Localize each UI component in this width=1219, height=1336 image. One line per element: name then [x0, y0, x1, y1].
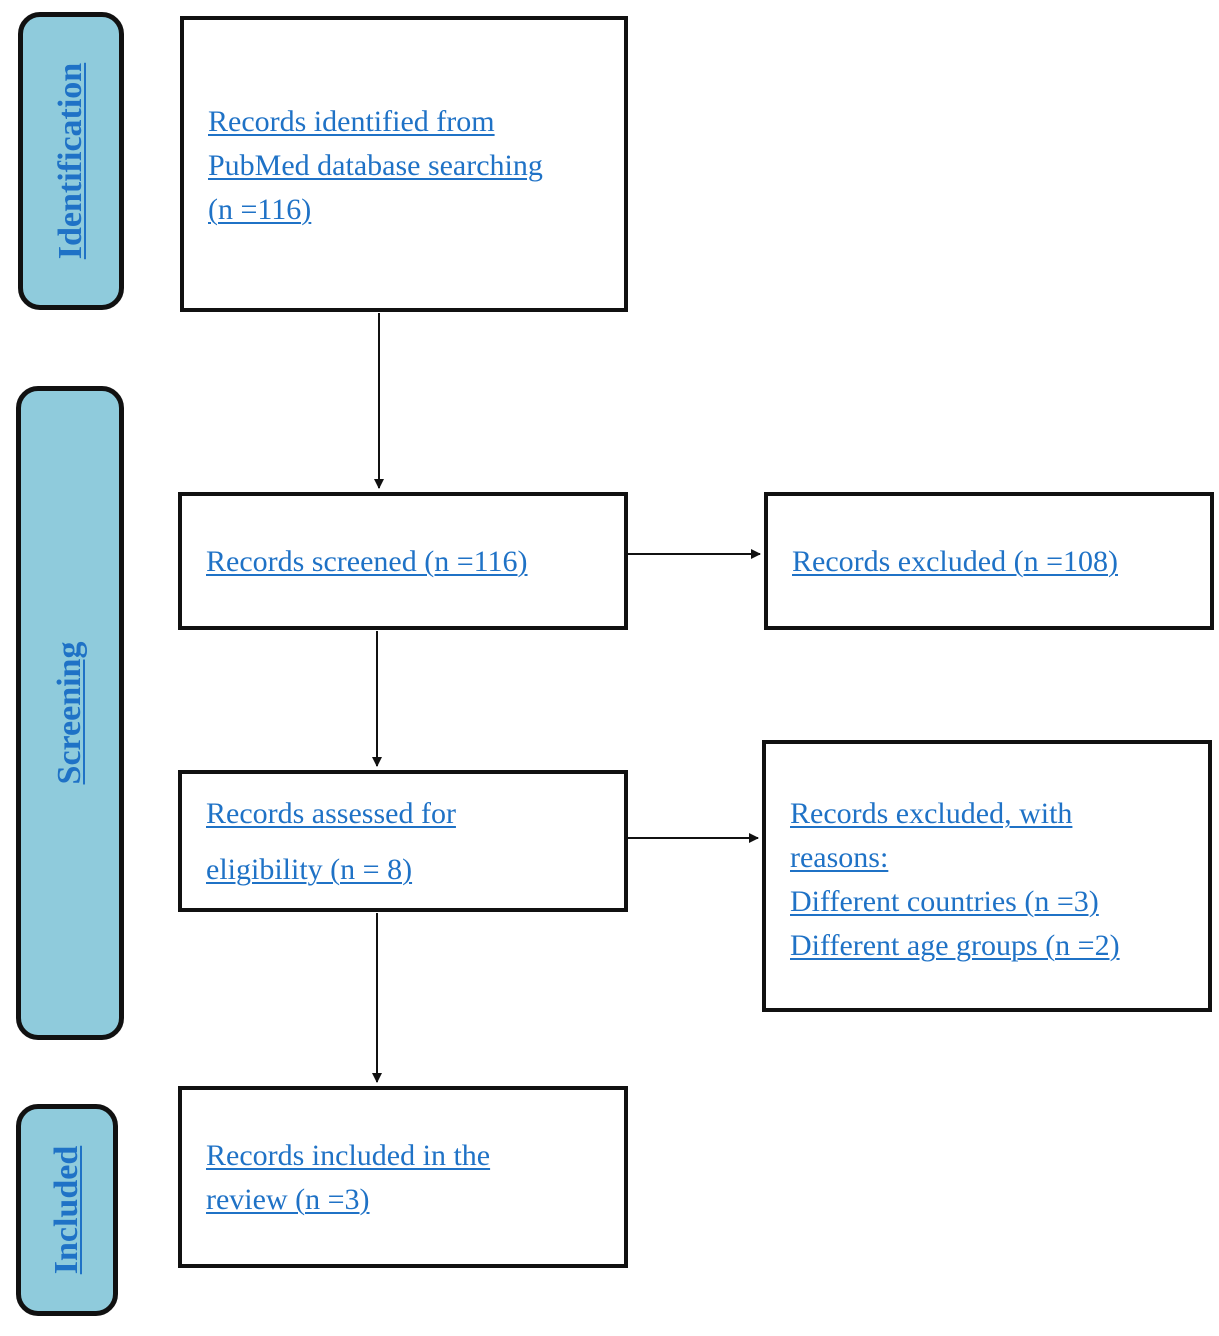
text-line: PubMed database searching	[208, 149, 543, 182]
box-records-assessed-text: Records assessed for eligibility (n = 8)	[206, 786, 456, 898]
text-line: review (n =3)	[206, 1183, 370, 1216]
text-line: Records screened (n =116)	[206, 545, 528, 578]
text-line: Records included in the	[206, 1139, 491, 1172]
stage-screening: Screening	[16, 386, 124, 1040]
text-line: (n =116)	[208, 193, 312, 226]
stage-identification: Identification	[18, 12, 124, 310]
box-records-excluded-text: Records excluded (n =108)	[792, 540, 1118, 584]
box-records-identified: Records identified from PubMed database …	[180, 16, 628, 312]
box-records-screened: Records screened (n =116)	[178, 492, 628, 630]
box-records-screened-text: Records screened (n =116)	[206, 540, 528, 584]
box-records-excluded-reasons-text: Records excluded, with reasons: Differen…	[790, 792, 1120, 968]
text-line: Different age groups (n =2)	[790, 929, 1120, 962]
text-line: Different countries (n =3)	[790, 885, 1099, 918]
box-records-assessed: Records assessed for eligibility (n = 8)	[178, 770, 628, 912]
box-records-excluded: Records excluded (n =108)	[764, 492, 1214, 630]
stage-included: Included	[16, 1104, 118, 1316]
text-line: Records excluded (n =108)	[792, 545, 1118, 578]
text-line: reasons:	[790, 841, 889, 874]
text-line: Records assessed for	[206, 797, 456, 830]
box-records-included-text: Records included in the review (n =3)	[206, 1134, 490, 1222]
text-line: eligibility (n = 8)	[206, 853, 413, 886]
box-records-excluded-reasons: Records excluded, with reasons: Differen…	[762, 740, 1212, 1012]
text-line: Records identified from	[208, 105, 495, 138]
box-records-identified-text: Records identified from PubMed database …	[208, 100, 543, 232]
box-records-included: Records included in the review (n =3)	[178, 1086, 628, 1268]
text-line: Records excluded, with	[790, 797, 1073, 830]
